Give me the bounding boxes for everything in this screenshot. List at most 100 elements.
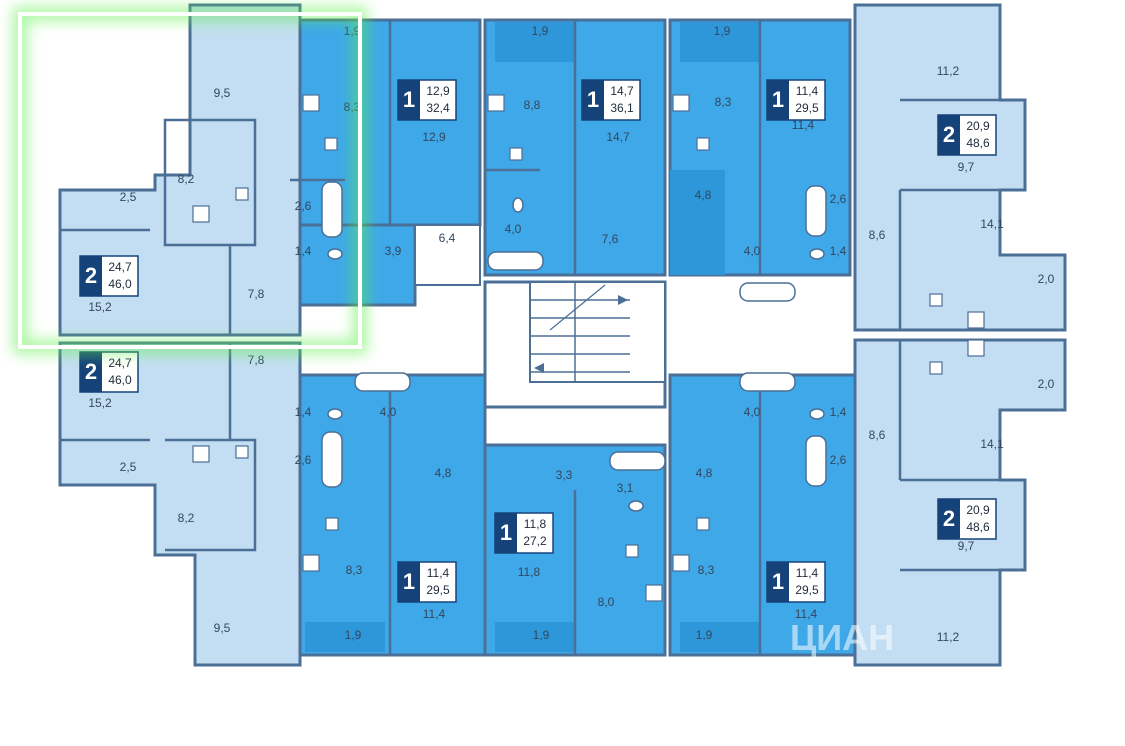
room-area: 9,5 xyxy=(214,86,231,100)
stove-icon xyxy=(672,94,690,112)
room-area: 2,0 xyxy=(1038,272,1055,286)
room-area: 4,8 xyxy=(695,188,712,202)
room-area: 2,0 xyxy=(1038,377,1055,391)
room-area: 15,2 xyxy=(88,396,112,410)
apartment-bottom-1[interactable] xyxy=(298,373,487,657)
room-area: 2,5 xyxy=(120,190,137,204)
room-area: 2,5 xyxy=(120,460,137,474)
room-area: 8,2 xyxy=(178,172,195,186)
room-area: 8,6 xyxy=(869,428,886,442)
stove-icon xyxy=(302,94,320,112)
bathtub-icon xyxy=(609,451,666,471)
apartment-bottom-3[interactable] xyxy=(668,373,857,657)
room-area: 14,1 xyxy=(980,217,1004,231)
room-area: 3,3 xyxy=(556,468,573,482)
room-area: 1,4 xyxy=(295,405,312,419)
room-area: 1,9 xyxy=(696,628,713,642)
interior-walls xyxy=(60,20,1000,655)
total-area: 46,0 xyxy=(108,373,132,387)
sink-icon xyxy=(325,517,339,531)
room-area: 1,9 xyxy=(345,628,362,642)
toilet-icon xyxy=(628,500,644,512)
sink-icon xyxy=(235,445,249,459)
stair-arrow-icon xyxy=(618,295,628,305)
room-labels: 9,5 8,2 2,5 15,2 7,8 2,6 1,4 1,9 8,3 3,9… xyxy=(88,24,1054,644)
apartment-badge: 2 24,7 46,0 xyxy=(79,255,139,297)
total-area: 29,5 xyxy=(795,101,819,115)
room-area: 3,1 xyxy=(617,481,634,495)
apartment-badge: 1 12,9 32,4 xyxy=(397,79,457,121)
room-area: 9,5 xyxy=(214,621,231,635)
toilet-icon xyxy=(512,197,524,213)
stove-icon xyxy=(487,94,505,112)
rooms-count: 2 xyxy=(943,122,955,147)
stove-icon xyxy=(967,311,985,329)
room-area: 2,6 xyxy=(830,192,847,206)
stairwell xyxy=(483,280,667,409)
room-area: 2,6 xyxy=(830,453,847,467)
room-area: 8,6 xyxy=(869,228,886,242)
room-area: 15,2 xyxy=(88,300,112,314)
rooms-count: 2 xyxy=(943,506,955,531)
room-area: 1,9 xyxy=(532,24,549,38)
toilet-icon xyxy=(327,248,343,260)
room-area: 14,7 xyxy=(606,130,630,144)
rooms-count: 1 xyxy=(403,569,415,594)
room-area: 4,8 xyxy=(696,466,713,480)
living-area: 24,7 xyxy=(108,356,132,370)
bathtub-icon xyxy=(739,282,796,302)
room-area: 2,6 xyxy=(295,453,312,467)
stair-arrow-icon xyxy=(534,363,544,373)
total-area: 29,5 xyxy=(795,583,819,597)
stove-icon xyxy=(192,445,210,463)
total-area: 48,6 xyxy=(966,136,990,150)
room-area: 8,8 xyxy=(524,98,541,112)
living-area: 11,4 xyxy=(796,84,819,98)
sink-icon xyxy=(324,137,338,151)
room-area: 8,3 xyxy=(346,563,363,577)
apartment-badge: 2 20,9 48,6 xyxy=(937,114,997,156)
living-area: 12,9 xyxy=(426,84,450,98)
stove-icon xyxy=(967,339,985,357)
fixtures xyxy=(192,94,985,602)
rooms-count: 2 xyxy=(85,263,97,288)
apartment-badge: 1 11,8 27,2 xyxy=(494,512,554,554)
apartment-badge: 1 14,7 36,1 xyxy=(581,79,641,121)
sink-icon xyxy=(625,544,639,558)
room-area: 14,1 xyxy=(980,437,1004,451)
sink-icon xyxy=(929,361,943,375)
living-area: 11,4 xyxy=(796,566,819,580)
toilet-icon xyxy=(809,248,825,260)
apartment-badge: 2 24,7 46,0 xyxy=(79,351,139,393)
living-area: 11,4 xyxy=(427,566,450,580)
room-area: 4,0 xyxy=(380,405,397,419)
rooms-count: 1 xyxy=(772,87,784,112)
room-area: 7,8 xyxy=(248,287,265,301)
bathtub-icon xyxy=(321,431,343,488)
living-area: 20,9 xyxy=(966,119,990,133)
room-area: 11,2 xyxy=(937,630,960,644)
sink-icon xyxy=(235,187,249,201)
room-area: 11,2 xyxy=(937,64,960,78)
rooms-count: 1 xyxy=(772,569,784,594)
watermark: ЦИАН xyxy=(790,617,894,658)
apartment-badge: 1 11,4 29,5 xyxy=(766,561,826,603)
room-area: 1,9 xyxy=(533,628,550,642)
room-area: 8,0 xyxy=(598,595,615,609)
bathtub-icon xyxy=(321,181,343,238)
room-area: 1,4 xyxy=(830,405,847,419)
room-area: 7,6 xyxy=(602,232,619,246)
toilet-icon xyxy=(327,408,343,420)
sink-icon xyxy=(696,137,710,151)
room-area: 12,9 xyxy=(422,130,446,144)
room-area: 1,4 xyxy=(295,244,312,258)
room-area: 8,3 xyxy=(698,563,715,577)
bathtub-icon xyxy=(805,435,827,487)
room-area: 11,4 xyxy=(423,607,446,621)
total-area: 46,0 xyxy=(108,277,132,291)
stove-icon xyxy=(645,584,663,602)
toilet-icon xyxy=(809,408,825,420)
total-area: 27,2 xyxy=(523,534,547,548)
room-area: 11,4 xyxy=(795,607,818,621)
bathtub-icon xyxy=(354,372,411,392)
